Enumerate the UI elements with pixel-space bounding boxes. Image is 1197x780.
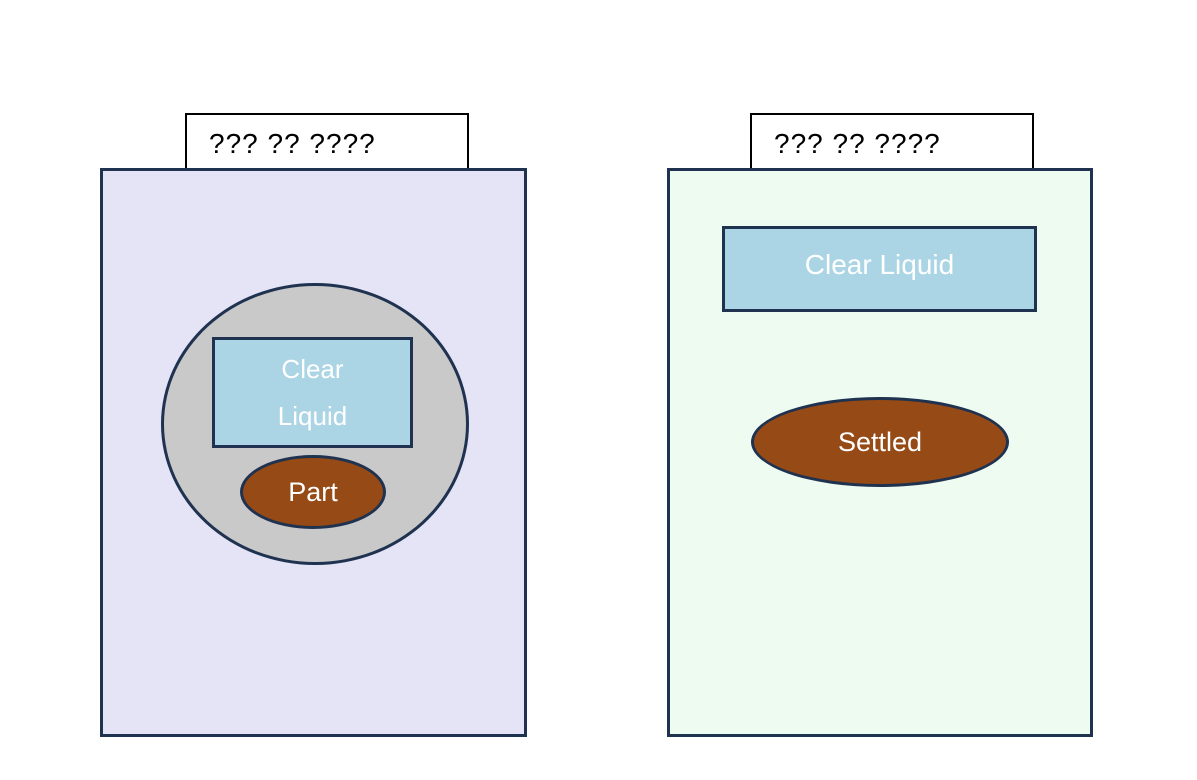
left-clear-liquid-line1: Clear bbox=[281, 353, 344, 384]
right-clear-liquid-box[interactable]: Clear Liquid bbox=[722, 226, 1037, 312]
right-clear-liquid-label: Clear Liquid bbox=[804, 249, 955, 280]
left-clear-liquid-line2: Liquid bbox=[277, 400, 348, 431]
right-question-label-box[interactable]: ??? ?? ???? bbox=[750, 113, 1034, 170]
part-ellipse-label: Part bbox=[288, 476, 338, 507]
settled-ellipse-label: Settled bbox=[837, 426, 923, 457]
part-ellipse[interactable]: Part bbox=[240, 455, 386, 529]
settled-ellipse[interactable]: Settled bbox=[751, 397, 1009, 487]
left-question-label-box[interactable]: ??? ?? ???? bbox=[185, 113, 469, 170]
left-clear-liquid-box[interactable]: Clear Liquid bbox=[212, 337, 413, 448]
left-question-label-text: ??? ?? ???? bbox=[209, 128, 376, 159]
right-question-label-text: ??? ?? ???? bbox=[774, 128, 941, 159]
